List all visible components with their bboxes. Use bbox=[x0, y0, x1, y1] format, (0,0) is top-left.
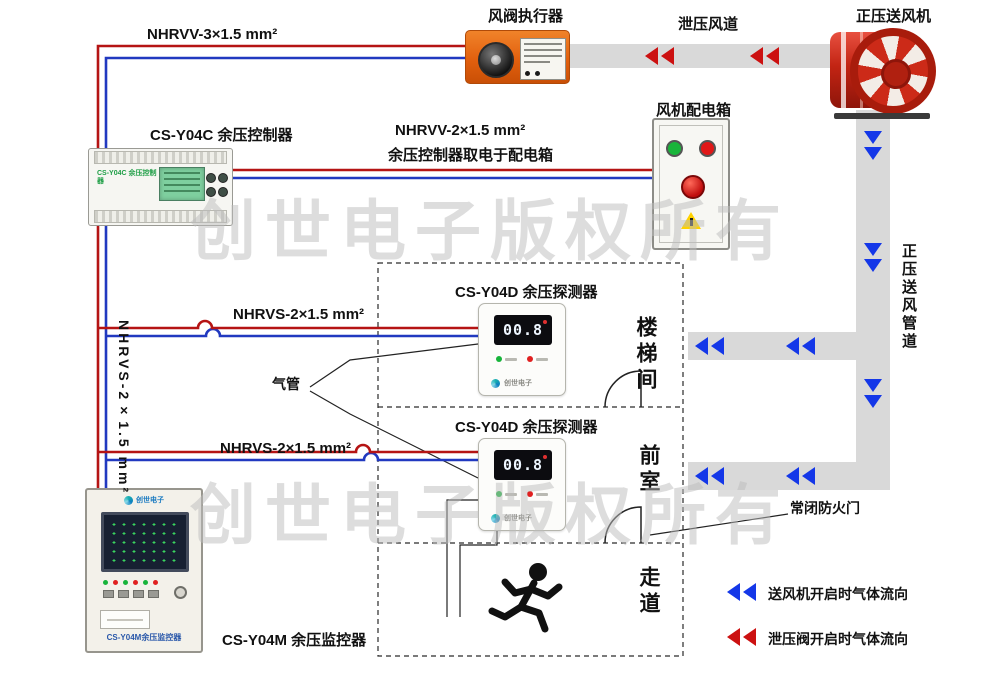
monitor-screen bbox=[101, 512, 189, 572]
label-room-corridor: 走道 bbox=[637, 566, 660, 618]
label-controller-title: CS-Y04C 余压控制器 bbox=[150, 127, 293, 144]
label-room-front: 前室 bbox=[637, 444, 660, 496]
fire-door-symbol bbox=[604, 370, 789, 544]
label-damper-actuator: 风阀执行器 bbox=[488, 8, 564, 25]
monitor-model-label: CS-Y04M余压监控器 bbox=[106, 633, 182, 642]
power-box-door bbox=[659, 125, 723, 243]
brand-logo-icon bbox=[491, 513, 500, 523]
label-monitor-title: CS-Y04M 余压监控器 bbox=[222, 632, 367, 649]
brand-logo-icon bbox=[124, 495, 133, 505]
label-cable-power-note: 余压控制器取电于配电箱 bbox=[388, 147, 554, 164]
monitor-tray bbox=[100, 610, 150, 629]
label-detector1-title: CS-Y04D 余压探测器 bbox=[455, 284, 598, 301]
label-fire-door: 常闭防火门 bbox=[790, 500, 860, 516]
label-cable-power: NHRVV-2×1.5 mm² bbox=[395, 122, 526, 139]
green-lamp-icon bbox=[666, 140, 683, 157]
label-air-tube: 气管 bbox=[272, 376, 300, 392]
supply-duct-riser bbox=[688, 110, 890, 490]
label-cable-detector2: NHRVS-2×1.5 mm² bbox=[220, 440, 352, 457]
legend-supply-arrow bbox=[727, 583, 756, 601]
monitor-leds bbox=[103, 580, 158, 585]
supply-fan-unit bbox=[830, 24, 936, 120]
monitor-buttons bbox=[103, 590, 159, 598]
detector-display: 00.8 bbox=[494, 450, 552, 480]
label-room-stairwell: 楼梯间 bbox=[634, 316, 657, 394]
brand-logo: 创世电子 bbox=[491, 513, 532, 523]
terminal-strip bbox=[94, 210, 227, 223]
warning-triangle-icon bbox=[681, 212, 701, 229]
pressure-monitor-cabinet: 创世电子 CS-Y04M余压监控器 bbox=[85, 488, 203, 653]
controller-model-label: CS-Y04C 余压控制器 bbox=[97, 170, 157, 186]
lock-icon bbox=[174, 586, 187, 599]
label-cable-actuator: NHRVV-3×1.5 mm² bbox=[147, 26, 278, 43]
legend-relief-arrow bbox=[727, 628, 756, 646]
actuator-knob-icon bbox=[478, 42, 514, 78]
controller-buttons bbox=[206, 173, 228, 197]
label-relief-duct: 泄压风道 bbox=[678, 16, 739, 33]
pressure-detector-2: 00.8 创世电子 bbox=[478, 438, 566, 531]
detector-display: 00.8 bbox=[494, 315, 552, 345]
fan-base bbox=[834, 113, 930, 119]
running-person-icon bbox=[488, 563, 563, 633]
fan-power-distribution-box bbox=[652, 118, 730, 250]
actuator-nameplate bbox=[520, 38, 566, 80]
supply-flow-arrows bbox=[695, 131, 882, 485]
terminal-strip bbox=[94, 151, 227, 164]
brand-logo-icon bbox=[491, 378, 500, 388]
detector-indicators bbox=[479, 356, 565, 362]
air-tube-lines bbox=[309, 343, 498, 617]
pressure-detector-1: 00.8 创世电子 bbox=[478, 303, 566, 396]
damper-actuator bbox=[465, 30, 570, 84]
pressure-controller: CS-Y04C 余压控制器 bbox=[88, 148, 233, 226]
label-supply-fan: 正压送风机 bbox=[856, 8, 932, 25]
brand-logo: 创世电子 bbox=[491, 378, 532, 388]
detector-indicators bbox=[479, 491, 565, 497]
label-supply-duct: 正压送风管道 bbox=[900, 243, 917, 351]
label-cable-riser: NHRVS-2×1.5 mm² bbox=[116, 320, 132, 496]
relief-duct bbox=[570, 44, 836, 68]
label-detector2-title: CS-Y04D 余压探测器 bbox=[455, 419, 598, 436]
wires-red bbox=[96, 44, 652, 488]
brand-text: 创世电子 bbox=[504, 380, 532, 387]
label-power-box: 风机配电箱 bbox=[656, 102, 732, 119]
label-cable-detector1: NHRVS-2×1.5 mm² bbox=[233, 306, 365, 323]
legend-relief-text: 泄压阀开启时气体流向 bbox=[768, 631, 908, 647]
brand-text: 创世电子 bbox=[504, 515, 532, 522]
fan-blades-icon bbox=[850, 28, 936, 114]
brand-logo: 创世电子 bbox=[87, 495, 201, 505]
legend-supply-text: 送风机开启时气体流向 bbox=[768, 586, 908, 602]
emergency-button bbox=[681, 175, 705, 199]
controller-lcd bbox=[159, 167, 205, 201]
red-lamp-icon bbox=[699, 140, 716, 157]
brand-text: 创世电子 bbox=[136, 497, 164, 504]
relief-flow-arrows bbox=[645, 47, 779, 65]
